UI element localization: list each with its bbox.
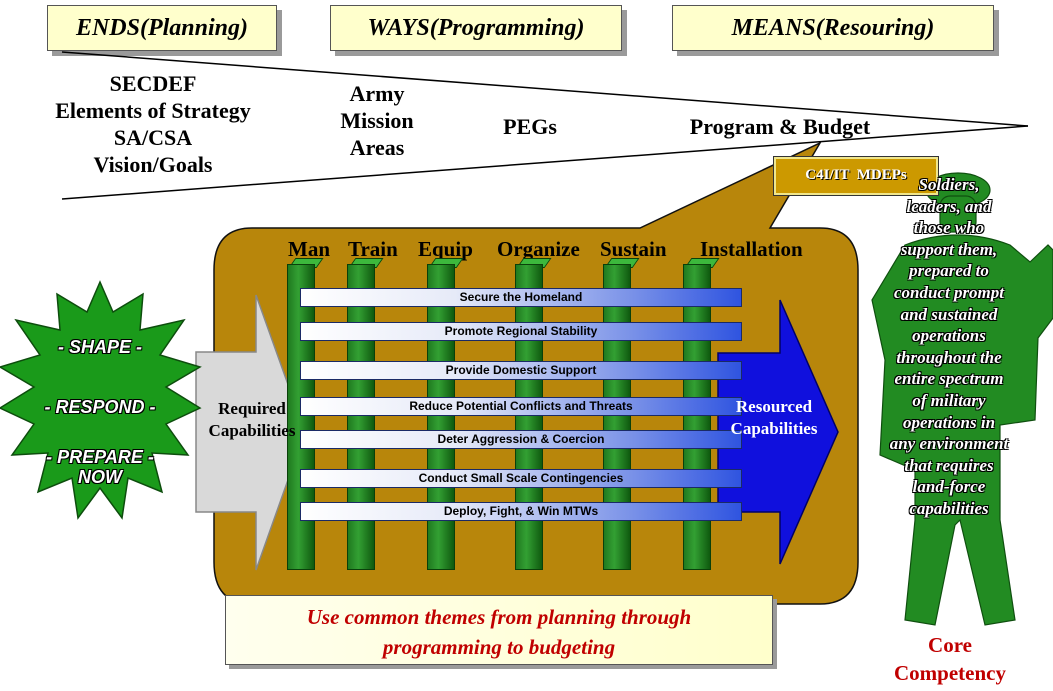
army-mission-areas: Army Mission Areas [322, 80, 432, 161]
soldier-line: operations in [902, 412, 996, 432]
column-label-sustain: Sustain [600, 237, 667, 261]
required-line: Required [218, 399, 286, 418]
soldier-line: those who [913, 218, 985, 238]
core-competency-label: Core Competency [880, 631, 1020, 687]
column-label-man: Man [288, 237, 330, 261]
army-line: Army [349, 81, 405, 106]
soldier-line: any environment [889, 434, 1009, 454]
mission-bar: Reduce Potential Conflicts and Threats [300, 397, 742, 416]
pillar-train [347, 264, 375, 570]
column-label-installation: Installation [700, 237, 803, 261]
soldier-line: of military [912, 390, 986, 410]
soldier-line: land-force [912, 477, 986, 497]
common-themes-box: Use common themes from planning through … [225, 595, 773, 665]
star-respond-text: - RESPOND - [44, 397, 156, 417]
soldier-silhouette [871, 172, 1053, 626]
required-capabilities-label: Required Capabilities [196, 398, 308, 442]
funnel-top-line [61, 51, 1029, 127]
star-burst [0, 280, 202, 520]
ways-header: WAYS(Programming) [330, 5, 622, 51]
pillar-equip [427, 264, 455, 570]
ends-header: ENDS(Planning) [47, 5, 277, 51]
star-shape-text: - SHAPE - [57, 337, 142, 357]
core-line: Competency [894, 661, 1006, 685]
pillar-installation [683, 264, 711, 570]
funnel-bottom-line [61, 125, 1029, 200]
soldier-line: prepared to [909, 261, 989, 281]
army-line: Mission [340, 108, 414, 133]
means-header: MEANS(Resouring) [672, 5, 994, 51]
mission-bar: Deploy, Fight, & Win MTWs [300, 502, 742, 521]
required-line: Capabilities [208, 421, 296, 440]
core-line: Core [928, 633, 972, 657]
mission-bar: Conduct Small Scale Contingencies [300, 469, 742, 488]
army-line: Areas [349, 135, 405, 160]
soldier-line: and sustained [900, 304, 998, 324]
soldier-line: operations [912, 326, 986, 346]
star-prepare-text: - PREPARE - [46, 447, 154, 467]
ends-line: Elements of Strategy [55, 98, 251, 123]
themes-line: programming to budgeting [382, 635, 616, 659]
resourced-capabilities-label: Resourced Capabilities [716, 396, 832, 440]
soldier-line: throughout the [896, 347, 1002, 367]
soldier-line: entire spectrum [894, 369, 1004, 389]
pillar-organize [515, 264, 543, 570]
program-budget-label: Program & Budget [689, 114, 871, 139]
soldier-line: capabilities [909, 498, 989, 518]
mission-bar: Provide Domestic Support [300, 361, 742, 380]
mission-bar: Promote Regional Stability [300, 322, 742, 341]
soldier-line: support them, [900, 239, 998, 259]
required-capabilities-arrow [195, 294, 306, 571]
soldier-line: that requires [904, 455, 994, 475]
column-label-organize: Organize [497, 237, 580, 261]
ends-line: SA/CSA [113, 125, 193, 150]
mission-bar: Deter Aggression & Coercion [300, 430, 742, 449]
column-label-equip: Equip [418, 237, 473, 261]
pegs-label: PEGs [503, 114, 557, 139]
ends-text-block: SECDEF Elements of Strategy SA/CSA Visio… [28, 70, 278, 178]
resourced-line: Resourced [735, 397, 813, 416]
soldier-line: Soldiers, [918, 175, 980, 194]
ends-line: SECDEF [109, 71, 197, 96]
mdeps-label: C4I/IT MDEPs [773, 156, 939, 196]
soldier-line: leaders, and [906, 196, 992, 216]
soldier-description: Soldiers, leaders, and those who support… [854, 174, 1044, 520]
star-now-text: NOW [78, 467, 122, 487]
mission-bar: Secure the Homeland [300, 288, 742, 307]
column-label-train: Train [348, 237, 398, 261]
themes-line: Use common themes from planning through [306, 605, 692, 629]
ends-line: Vision/Goals [93, 152, 213, 177]
pillar-sustain [603, 264, 631, 570]
resourced-line: Capabilities [730, 419, 818, 438]
soldier-line: conduct prompt [893, 282, 1005, 302]
